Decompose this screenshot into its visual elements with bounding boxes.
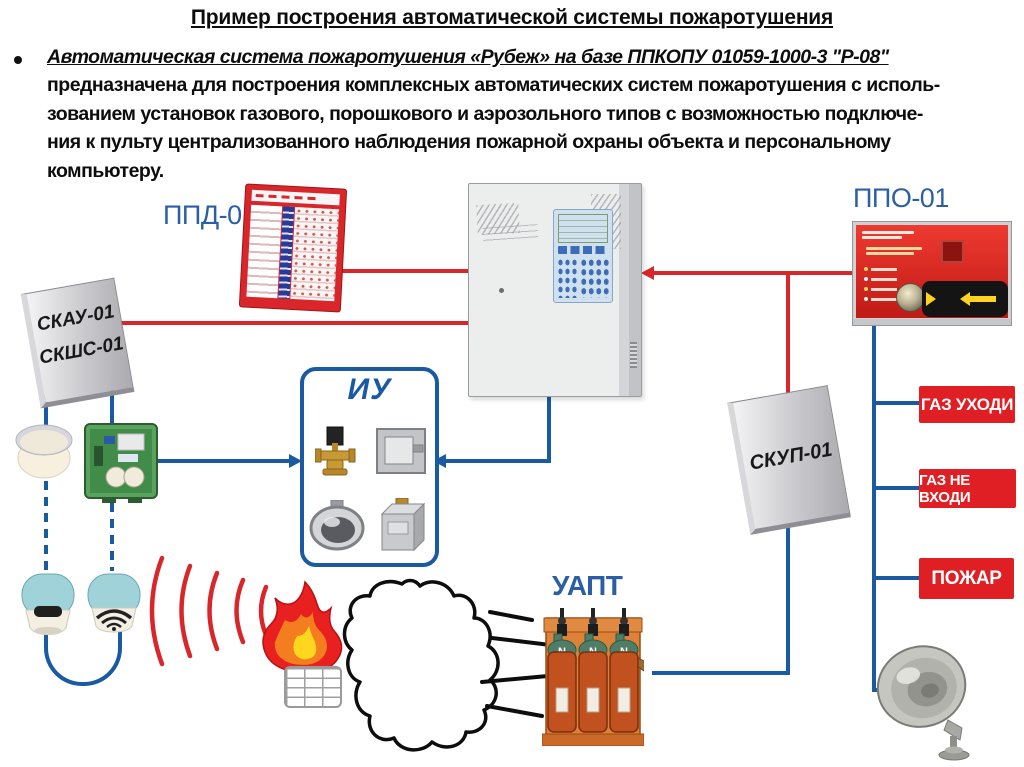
sign-gas-do-not-enter: ГАЗ НЕ ВХОДИ [919,469,1016,508]
heat-detector-icon [15,424,73,479]
ppd-indicator-panel [238,183,348,313]
wire-blue-to-sign-1 [876,401,922,405]
ppo-remote-panel [852,221,1012,326]
ppo-text-bar [866,247,922,250]
ppo-ind-bar [871,268,897,271]
ppo-led [864,287,868,291]
panel-door-lock [499,288,504,293]
yellow-arrow-right-icon [926,292,936,306]
ppo-led [864,267,868,271]
panel-side-label [630,342,637,368]
sign-fire: ПОЖАР [919,558,1014,599]
ppo-text-bar [862,236,902,239]
panel-text-lines [482,224,539,244]
ppo-ind-bar [871,288,897,291]
smoke-detector-icon [21,573,75,635]
panel-keypad [553,209,613,303]
wire-blue-to-sign-2 [876,486,922,490]
wire-red-branch-to-skup [786,273,790,399]
ppo-text-bar [866,252,914,255]
skau-panel: СКАУ-01 СКШС-01 [20,277,135,409]
wire-red-skau-to-panel [114,321,470,325]
wire-red-ppd-to-panel [338,269,470,273]
wire-blue-module-to-iu [155,459,291,463]
panel-function-keys [557,258,577,298]
bullet-marker [14,56,22,64]
wire-blue-skau-to-detector [44,396,48,428]
ppo-square-button [941,240,964,263]
skup-label: СКУП-01 [747,438,834,475]
ppo-ind-bar [871,298,897,301]
iu-label: ИУ [347,373,392,406]
ppo-slider [922,281,1008,317]
ppo-led [864,297,868,301]
uapt-gas-module-icon: N N N [542,608,644,746]
wire-dashed-detector-loop-2 [110,503,114,571]
wire-blue-ppo-trunk [872,322,876,692]
ppd-zone-strips [246,204,282,299]
ppo-key-button [896,283,925,312]
sign-gas-leave: ГАЗ УХОДИ [919,386,1015,423]
arrowhead-into-panel [641,266,654,280]
yellow-arrow-tail [970,296,996,302]
iu-actuators-box: ИУ [300,367,439,567]
horn-speaker-icon [876,645,970,761]
wire-blue-panel-down [547,392,551,463]
radio-waves-icon [149,555,269,667]
fire-damper-hatch-icon [376,427,427,474]
wire-blue-to-sign-3 [876,576,922,580]
skup-panel: СКУП-01 [727,385,851,535]
yellow-arrow-left-icon [960,292,970,306]
bullet-line: компьютеру. [47,159,164,182]
wire-dashed-detector-loop-1 [44,481,48,571]
ppo-led [864,277,868,281]
bullet-lead-line: Автоматическая система пожаротушения «Ру… [47,46,889,68]
wire-blue-detector-ucurve [44,626,122,686]
control-panel [468,183,642,397]
wire-red-panel-to-ppo [653,271,855,275]
addressable-module-icon [84,423,158,503]
ppd-label: ППД-01 [163,200,257,230]
ppo-text-bar [862,231,914,234]
smoke-detector-icon [87,573,141,633]
wire-blue-skup-to-uapt [652,671,790,675]
ppo-base [853,319,1011,325]
ppo-face [856,225,1008,318]
panel-softkeys [558,246,606,254]
bullet-line: зованием установок газового, порошкового… [47,102,923,125]
ppo-label: ППО-01 [853,183,949,213]
ppd-header [251,189,340,206]
ppd-indicator-grid [246,204,340,302]
panel-lcd-display [558,214,608,243]
wire-blue-panel-to-iu [445,459,551,463]
round-damper-icon [309,499,365,550]
uapt-label: УАПТ [552,570,623,601]
panel-numeric-keys [580,258,609,298]
wire-blue-skup-down [786,527,790,675]
ppd-led-grid [290,207,340,302]
ppo-ind-bar [871,278,897,281]
bullet-line: предназначена для построения комплексных… [47,74,940,97]
powder-module-icon [381,497,426,551]
bullet-line: ния к пульту централизованного наблюдени… [47,131,891,154]
arrowhead-into-iu-left [289,454,302,468]
page-title: Пример построения автоматической системы… [190,6,834,29]
bullet-text: Автоматическая система пожаротушения «Ру… [47,43,997,185]
firewood-icon [284,666,342,708]
flame-icon [262,580,343,674]
solenoid-valve-icon [314,426,356,475]
